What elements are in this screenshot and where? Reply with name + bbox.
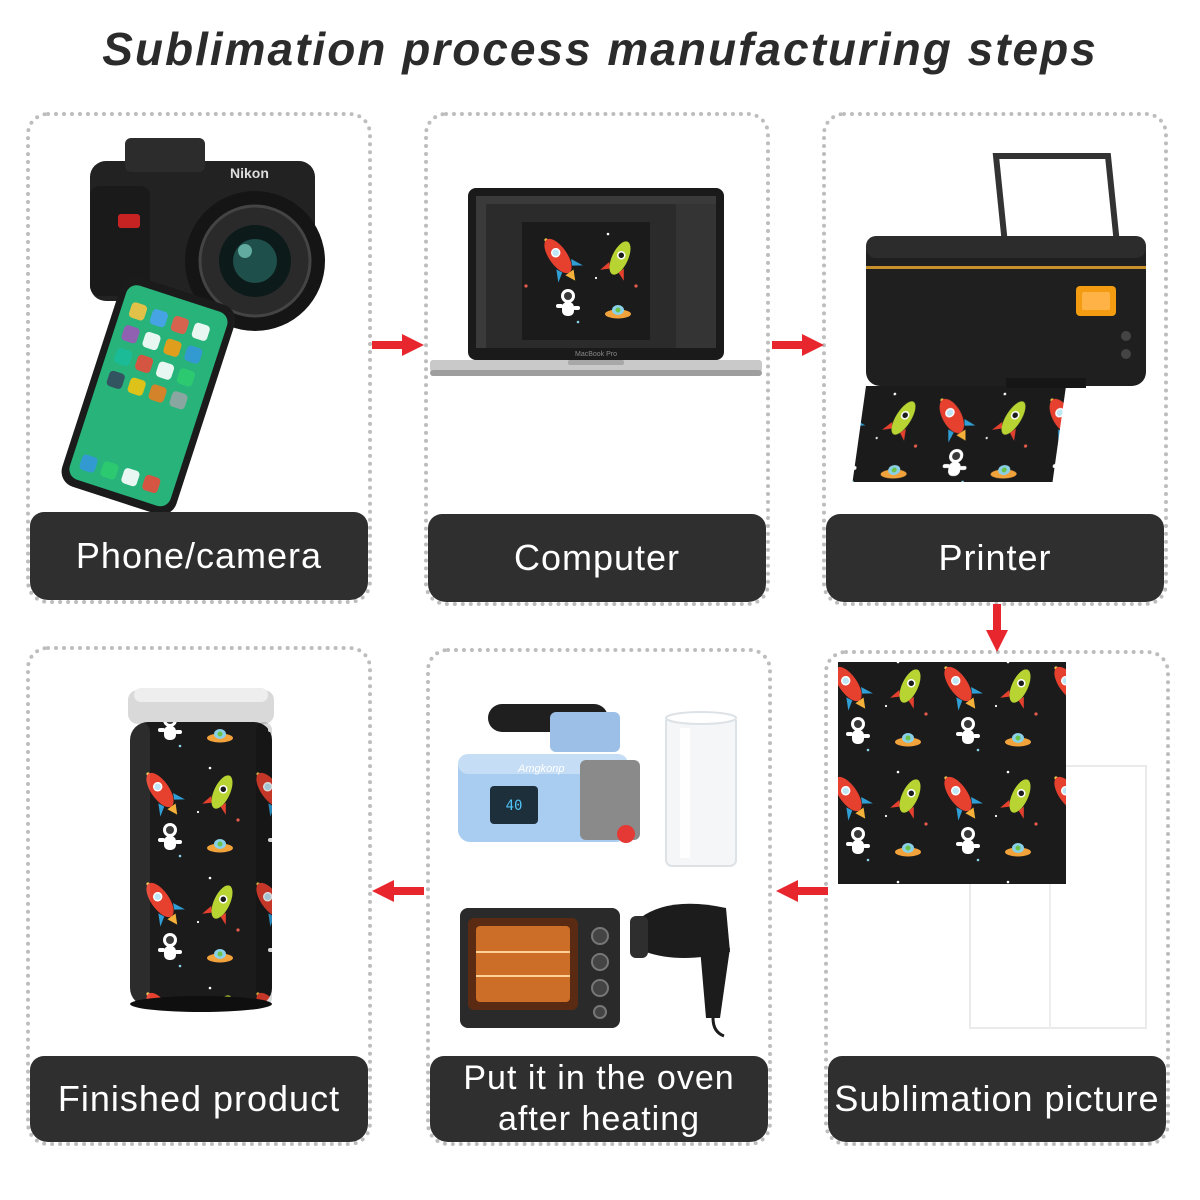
- heating-equipment-illustration: 40 Amgkonp: [458, 704, 737, 1038]
- step-label-oven: Put it in the oven after heating: [430, 1056, 768, 1142]
- step-card-oven: 40 Amgkonp Put it in the ove: [426, 648, 772, 1146]
- arrow-left-icon: [776, 880, 828, 902]
- shrink-wrap-icon: [665, 711, 737, 867]
- step-label-sublimation-picture: Sublimation picture: [828, 1056, 1166, 1142]
- step-card-sublimation-picture: Sublimation picture: [824, 650, 1170, 1146]
- heat-press-icon: 40 Amgkonp: [458, 704, 640, 843]
- svg-text:Nikon: Nikon: [230, 165, 269, 181]
- camera-icon: Nikon: [90, 138, 325, 331]
- hair-dryer-icon: [630, 903, 730, 1038]
- step-card-printer: Printer: [822, 112, 1168, 606]
- arrow-right-icon: [772, 334, 824, 356]
- laptop-brand: MacBook Pro: [575, 351, 617, 358]
- step-label-finished-product: Finished product: [30, 1056, 368, 1142]
- sublimation-paper-icon: [838, 662, 1147, 1029]
- step-card-phone-camera: Nikon: [26, 112, 372, 604]
- arrow-right-icon: [372, 334, 424, 356]
- sublimation-paper-illustration: [838, 662, 1147, 1029]
- laptop-illustration: MacBook Pro: [430, 188, 762, 376]
- tumbler-illustration: [128, 688, 274, 1012]
- printer-icon: [852, 153, 1146, 482]
- arrow-down-icon: [986, 604, 1008, 652]
- smartphone-icon: [61, 276, 236, 512]
- press-brand: Amgkonp: [517, 763, 564, 775]
- step-card-finished-product: Finished product: [26, 646, 372, 1146]
- camera-phone-illustration: Nikon: [61, 138, 325, 512]
- svg-text:40: 40: [506, 798, 523, 814]
- tumbler-icon: [128, 688, 274, 1012]
- step-label-phone-camera: Phone/camera: [30, 512, 368, 600]
- step-card-computer: MacBook Pro Computer: [424, 112, 770, 606]
- arrow-left-icon: [372, 880, 424, 902]
- page-title: Sublimation process manufacturing steps: [102, 23, 1098, 75]
- step-label-printer: Printer: [826, 514, 1164, 602]
- oven-icon: [460, 908, 620, 1028]
- laptop-icon: MacBook Pro: [430, 188, 762, 376]
- printer-illustration: [852, 153, 1146, 482]
- step-label-computer: Computer: [428, 514, 766, 602]
